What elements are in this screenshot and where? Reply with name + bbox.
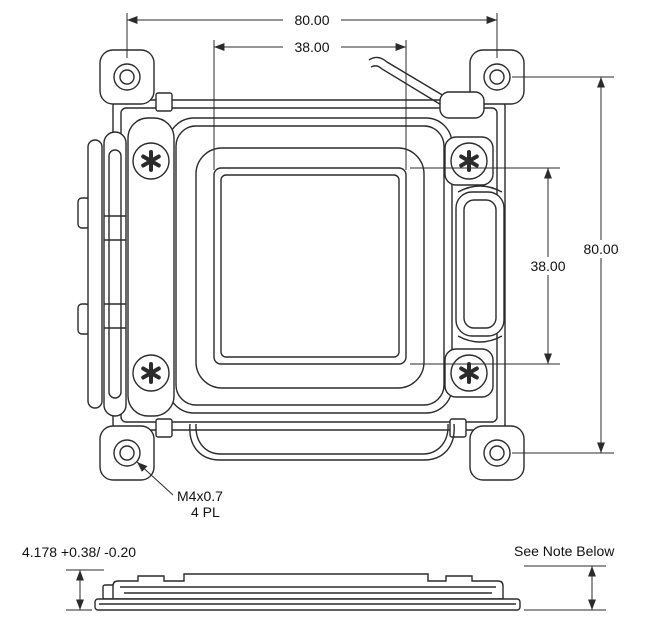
dim-outer-height-label: 80.00 [583,241,618,257]
side-view-dimensions: 4.178 +0.38/ -0.20 See Note Below [22,543,615,611]
mounting-hole [113,63,141,91]
frame-notch [155,418,173,438]
right-latch-tab [455,185,505,343]
load-lever-handle [368,56,485,119]
retention-wire [189,423,455,461]
stack-height-label: 4.178 +0.38/ -0.20 [22,544,136,560]
lever-assembly [77,117,175,417]
lever-mid-bar [103,131,127,417]
mounting-hole [483,439,511,467]
torx-screw-top-left [132,142,170,180]
dim-inner-height: 38.00 [410,167,577,365]
mounting-tab-bottom-right [469,425,525,481]
dim-outer-height: 80.00 [512,76,630,454]
lever-plate [127,117,175,417]
dimension-annotations: 80.00 38.00 80.00 38.00 M [126,11,630,520]
torx-screw-bottom-right [450,354,488,392]
lever-slot [108,149,122,399]
dim-inner-width: 38.00 [213,38,407,170]
torx-screw-top-right [450,142,488,180]
screw-callout: M4x0.7 4 PL [136,461,223,520]
dim-stack-height: 4.178 +0.38/ -0.20 [22,544,136,611]
handle-latch-tab [439,91,485,119]
see-note-label: See Note Below [514,543,615,559]
dim-see-note: See Note Below [514,543,615,611]
socket-top-view [77,49,525,481]
mounting-tab-bottom-left [99,425,155,481]
dim-outer-width-label: 80.00 [294,12,329,28]
mounting-hole [483,63,511,91]
mounting-tab-top-left [99,49,155,105]
socket-side-view [94,573,521,611]
mounting-hole [113,439,141,467]
socket-cavity [213,167,407,365]
dim-inner-height-label: 38.00 [530,258,565,274]
screw-places-label: 4 PL [191,504,220,520]
lever-outer-bar [87,139,103,409]
torx-screw-bottom-left [132,354,170,392]
frame-notch [449,418,467,438]
frame-notch [155,92,173,112]
dim-inner-width-label: 38.00 [294,39,329,55]
screw-thread-label: M4x0.7 [177,488,223,504]
dim-outer-width: 80.00 [126,11,498,58]
